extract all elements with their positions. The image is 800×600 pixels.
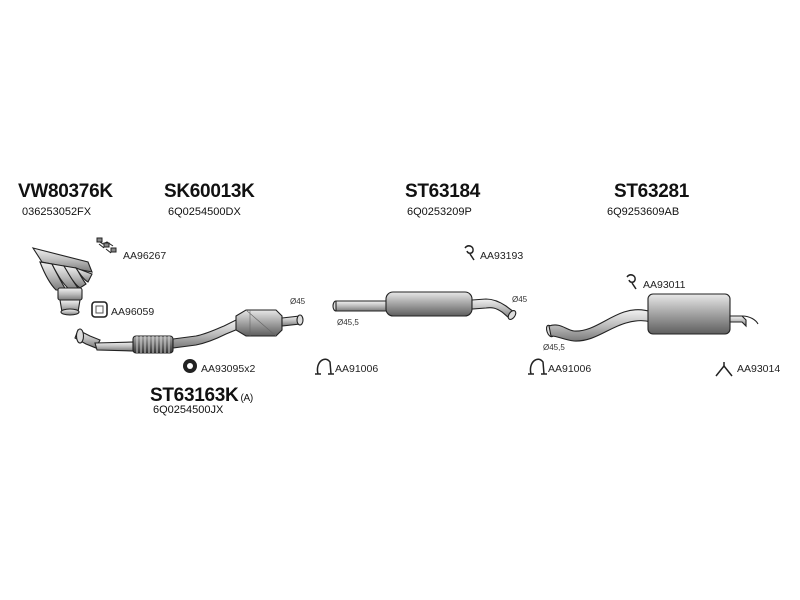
accessory-label-aa96267: AA96267 bbox=[123, 250, 167, 262]
clamp-icon bbox=[528, 358, 547, 375]
part-number-st63184: ST63184 bbox=[405, 181, 481, 202]
oem-number-6q0254500jx: 6Q0254500JX bbox=[153, 404, 224, 416]
accessory-label-aa93014: AA93014 bbox=[737, 363, 781, 375]
accessory-label-aa93193: AA93193 bbox=[480, 250, 524, 262]
front-pipe-catalytic-converter bbox=[74, 309, 304, 354]
part-number-suffix: (A) bbox=[240, 393, 253, 404]
oem-number-036253052fx: 036253052FX bbox=[22, 206, 92, 218]
diameter-label-cat-outlet: Ø45 bbox=[290, 297, 306, 306]
rubber-hanger-icon bbox=[626, 274, 637, 290]
clamp-icon bbox=[315, 358, 334, 375]
diameter-label-rear-inlet: Ø45,5 bbox=[543, 343, 565, 352]
exhaust-manifold bbox=[31, 247, 93, 316]
oem-number-6q0254500dx: 6Q0254500DX bbox=[168, 206, 241, 218]
middle-silencer bbox=[332, 291, 517, 320]
hanger-bracket-icon bbox=[715, 362, 733, 377]
diameter-label-mid-outlet: Ø45 bbox=[512, 295, 528, 304]
part-number-text: ST63163K bbox=[150, 385, 239, 406]
accessory-label-aa93095x2: AA93095x2 bbox=[201, 363, 256, 375]
rear-silencer bbox=[545, 293, 759, 342]
accessory-label-aa91006-a: AA91006 bbox=[335, 363, 379, 375]
gasket-icon bbox=[91, 301, 108, 318]
part-number-sk60013k: SK60013K bbox=[164, 181, 255, 202]
accessory-label-aa93011: AA93011 bbox=[643, 279, 686, 291]
accessory-label-aa96059: AA96059 bbox=[111, 306, 155, 318]
clamp-nut-icon bbox=[183, 359, 197, 373]
diameter-label-mid-inlet: Ø45,5 bbox=[337, 318, 359, 327]
rubber-hanger-icon bbox=[464, 245, 475, 261]
oem-number-6q0253209p: 6Q0253209P bbox=[407, 206, 472, 218]
part-number-st63163k: ST63163K(A) bbox=[150, 385, 253, 407]
part-number-st63281: ST63281 bbox=[614, 181, 690, 202]
oem-number-6q9253609ab: 6Q9253609AB bbox=[607, 206, 680, 218]
accessory-label-aa91006-b: AA91006 bbox=[548, 363, 592, 375]
bolts-icon bbox=[96, 237, 117, 254]
part-number-vw80376k: VW80376K bbox=[18, 181, 113, 202]
